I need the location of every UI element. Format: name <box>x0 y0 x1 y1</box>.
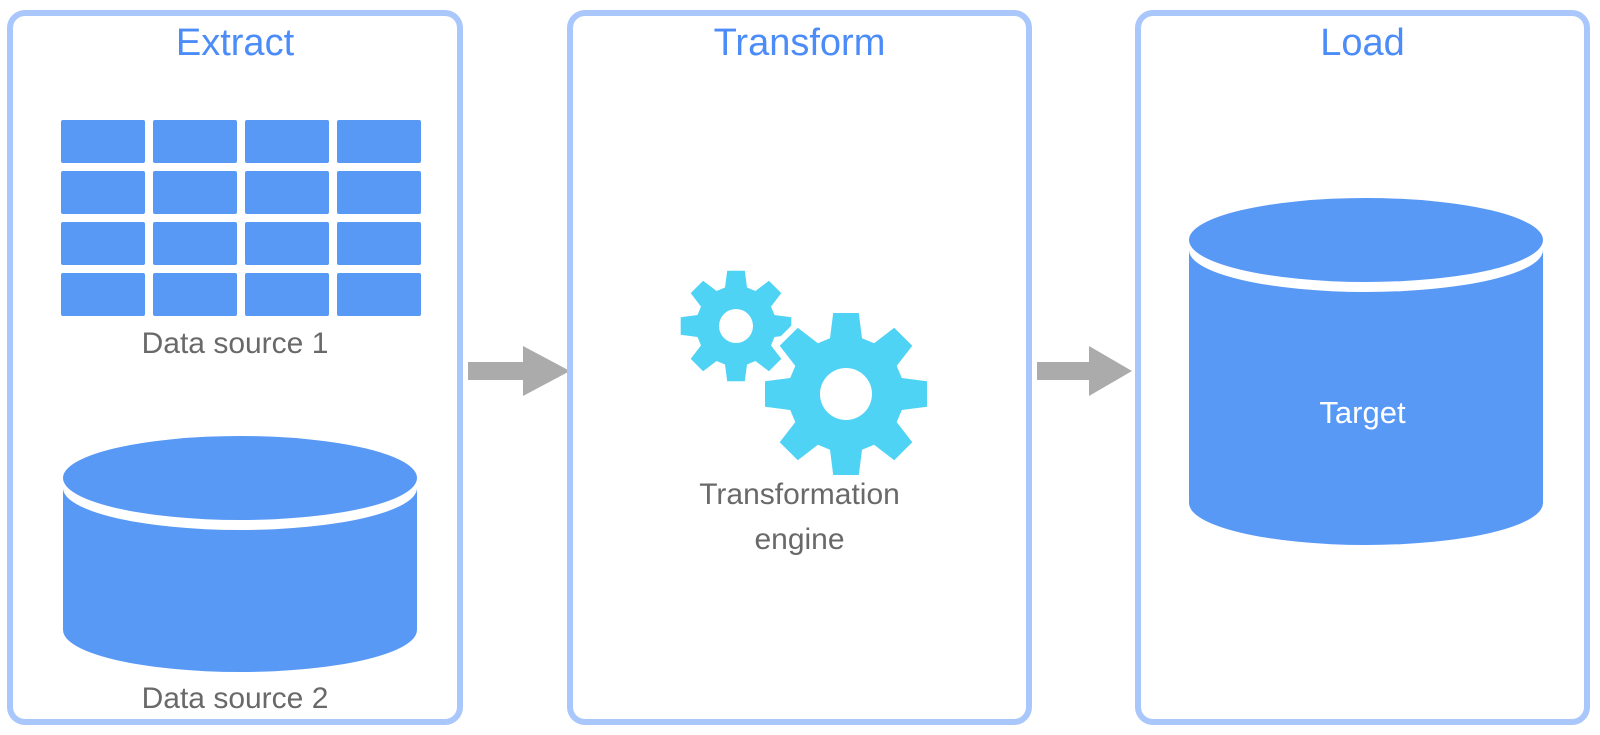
data-source-1-label: Data source 1 <box>141 327 329 360</box>
gears-icon <box>680 270 933 481</box>
table-cell <box>153 171 237 214</box>
arrow-right-icon <box>468 346 570 396</box>
table-cell <box>61 273 145 316</box>
large-gear-hole <box>820 368 872 420</box>
data-source-2-label: Data source 2 <box>141 682 329 715</box>
panel-load: Load Target <box>1135 10 1590 725</box>
transformation-engine-label-line2: engine <box>754 523 845 556</box>
table-cell <box>153 273 237 316</box>
load-title: Load <box>1320 22 1405 64</box>
table-cell <box>245 222 329 265</box>
panel-transform: Transform Transformation engine <box>567 10 1032 725</box>
table-cell <box>61 171 145 214</box>
table-cell <box>153 222 237 265</box>
table-cell <box>337 222 421 265</box>
panel-extract: Extract Data source 1 Data source 2 <box>7 10 463 725</box>
table-cell <box>61 222 145 265</box>
table-cell <box>337 273 421 316</box>
target-label: Target <box>1319 395 1406 430</box>
arrow-right-icon <box>1037 346 1132 396</box>
table-cell <box>337 120 421 163</box>
database-icon <box>63 436 417 672</box>
table-cell <box>245 273 329 316</box>
table-cell <box>153 120 237 163</box>
table-cell <box>245 171 329 214</box>
database-icon <box>1189 198 1543 545</box>
transform-title: Transform <box>713 22 886 64</box>
transformation-engine-label-line1: Transformation <box>699 478 900 511</box>
table-icon <box>61 120 421 316</box>
table-cell <box>245 120 329 163</box>
extract-title: Extract <box>175 22 295 64</box>
small-gear-hole <box>719 309 753 343</box>
table-cell <box>337 171 421 214</box>
transformation-engine-label: Transformation engine <box>573 472 1026 562</box>
table-cell <box>61 120 145 163</box>
